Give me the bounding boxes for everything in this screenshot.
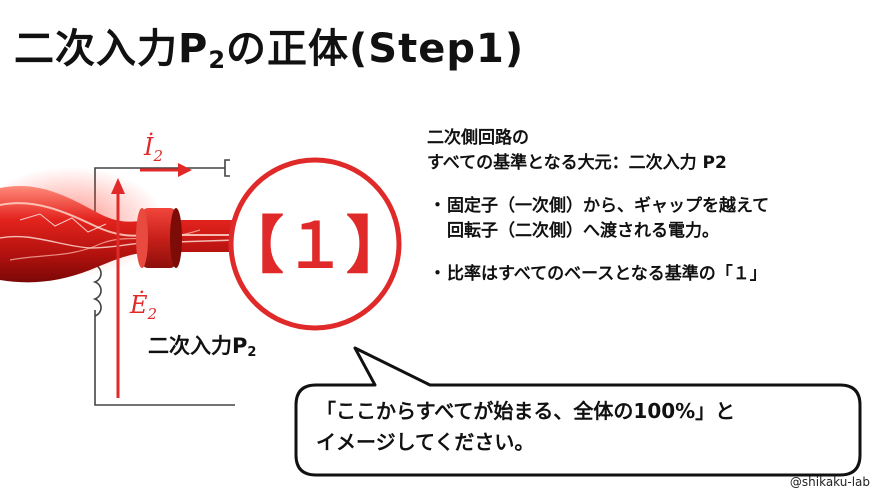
bullet-mark: ・: [429, 264, 446, 284]
info-heading: 二次側回路の すべての基準となる大元：二次入力 P2: [427, 126, 872, 176]
speech-bubble-line1: 「ここからすべてが始まる、全体の100%」と: [316, 399, 736, 423]
input-power-subscript: 2: [247, 345, 257, 360]
info-heading-line1: 二次側回路の: [427, 128, 529, 148]
power-cable: [0, 167, 240, 283]
speech-bubble: [294, 346, 862, 477]
info-panel: 二次側回路の すべての基準となる大元：二次入力 P2 ・ 固定子（一次側）から、…: [427, 126, 872, 287]
speech-bubble-line2: イメージしてください。: [316, 430, 535, 454]
reference-circle: [228, 157, 402, 331]
cable-connector: [136, 208, 182, 268]
info-bullet-1-line1: 固定子（一次側）から、ギャップを越えて: [447, 196, 770, 216]
voltage-label: Ė2: [129, 290, 157, 323]
title-rest: の正体(Step1): [226, 26, 525, 72]
info-bullet-2: ・ 比率はすべてのベースとなる基準の「１」: [427, 262, 872, 287]
current-arrow: [140, 163, 192, 177]
info-bullet-1-line2: 回転子（二次側）へ渡される電力。: [447, 221, 719, 241]
title-subscript: 2: [208, 46, 227, 74]
info-bullet-1: ・ 固定子（一次側）から、ギャップを越えて 回転子（二次側）へ渡される電力。: [427, 194, 872, 244]
title-main: 二次入力P: [14, 26, 209, 72]
input-power-text: 二次入力P: [148, 334, 248, 358]
info-heading-line2: すべての基準となる大元：二次入力 P2: [427, 153, 727, 173]
credit-text: @shikaku-lab: [789, 475, 870, 489]
speech-bubble-text: 「ここからすべてが始まる、全体の100%」と イメージしてください。: [316, 396, 856, 458]
reference-circle-label: 【１】: [222, 209, 408, 282]
input-power-label: 二次入力P2: [148, 330, 256, 360]
bullet-mark: ・: [429, 196, 446, 216]
page-title: 二次入力P2の正体(Step1): [14, 16, 524, 74]
voltage-arrow: [111, 178, 125, 398]
info-bullet-2-line1: 比率はすべてのベースとなる基準の「１」: [447, 264, 767, 284]
current-label: İ2: [143, 132, 163, 165]
